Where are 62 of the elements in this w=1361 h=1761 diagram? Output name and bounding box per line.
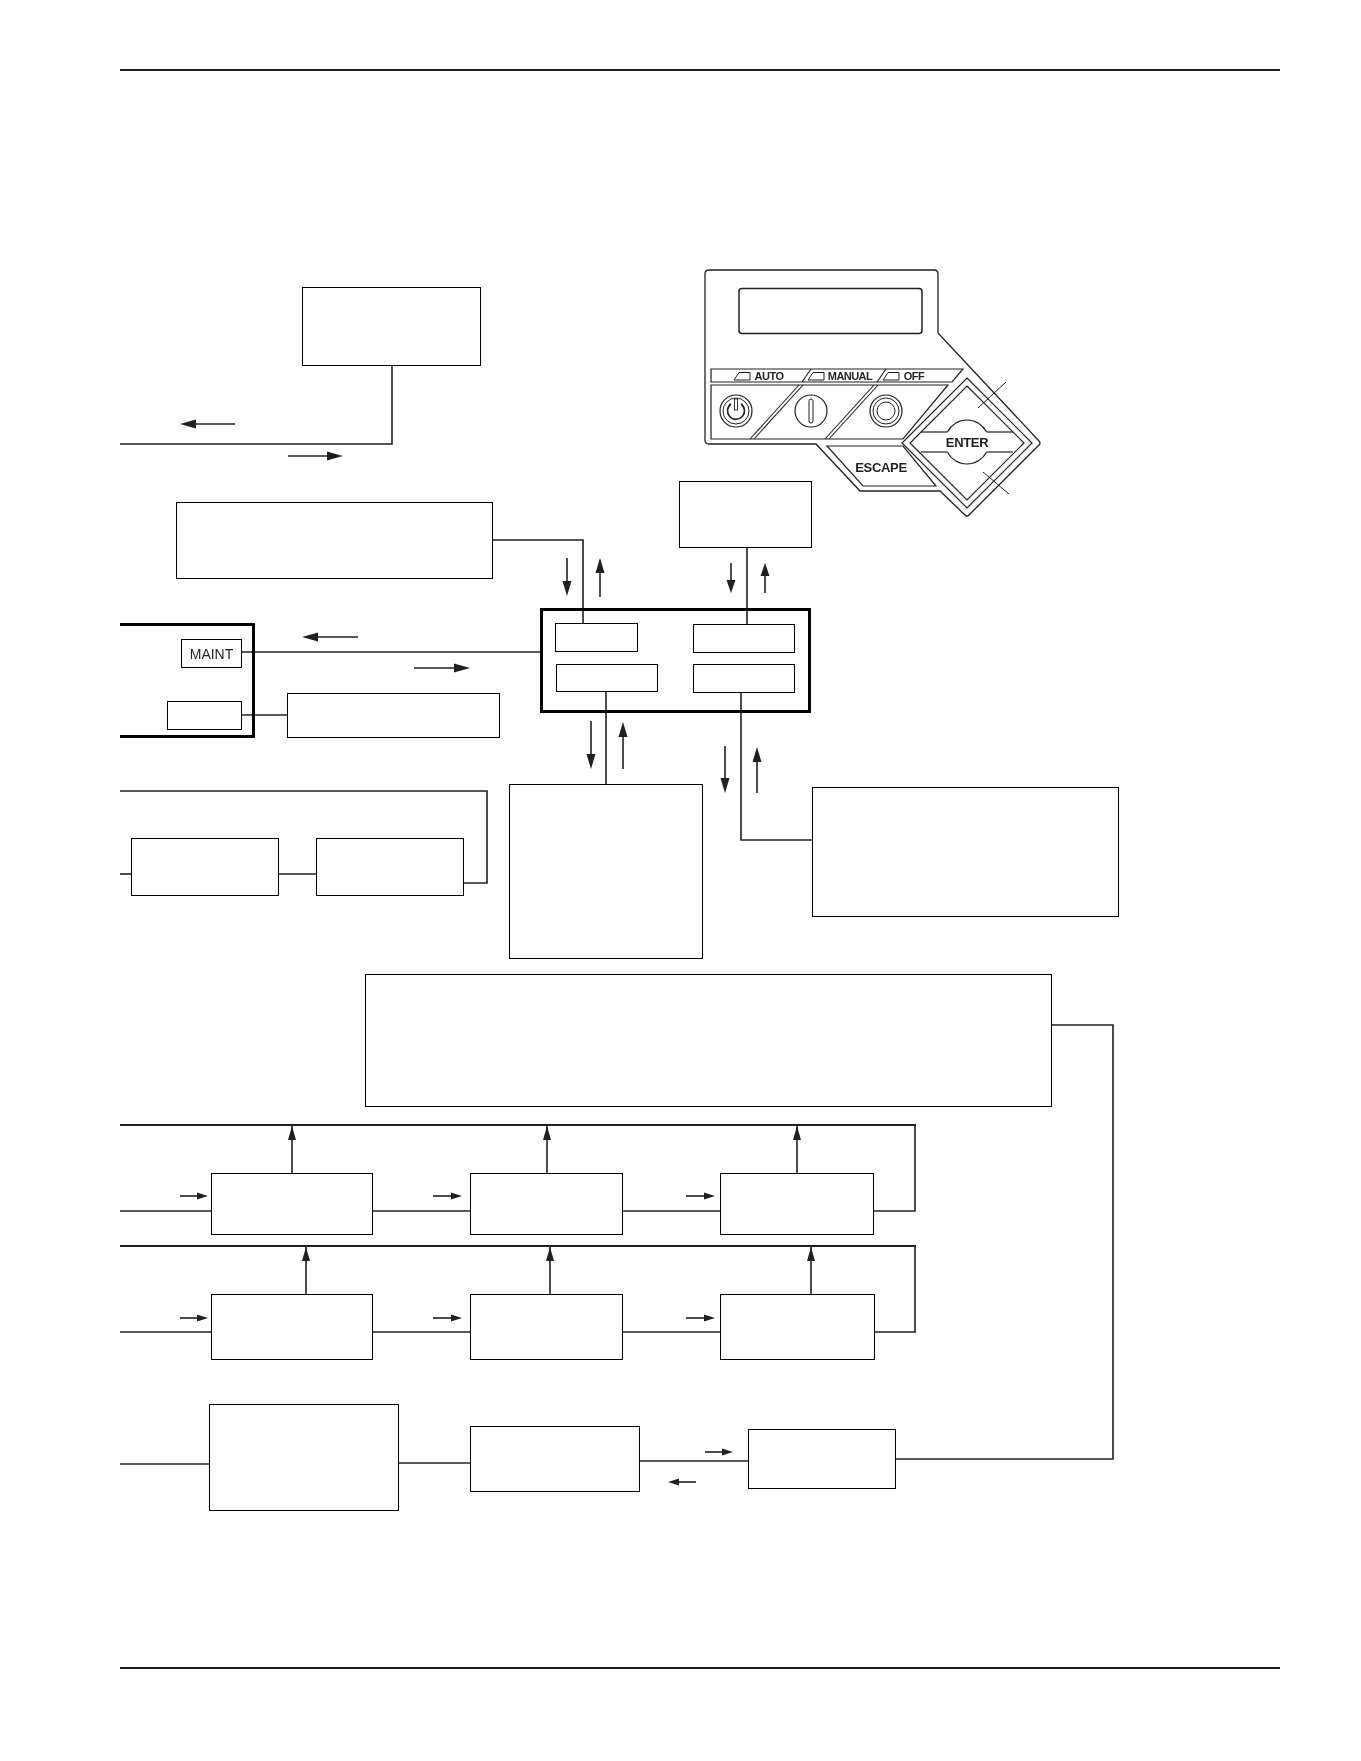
process-box [302, 287, 481, 366]
connector-line [119, 1210, 212, 1212]
process-box [556, 664, 658, 692]
connector-line [622, 1210, 721, 1212]
connector-line [119, 365, 393, 445]
process-box [470, 1426, 640, 1492]
connector-line [119, 1331, 212, 1333]
connector-line [874, 1246, 916, 1333]
process-box [287, 693, 500, 738]
connector-line [278, 873, 317, 875]
process-box [316, 838, 464, 896]
process-box [693, 624, 795, 653]
arrow [546, 1246, 554, 1295]
bus-line [120, 1245, 916, 1247]
connector-line [492, 539, 584, 624]
process-box [209, 1404, 399, 1511]
connector-line [740, 692, 813, 841]
process-box [211, 1173, 373, 1235]
connector-line [873, 1125, 916, 1212]
process-box [679, 481, 812, 548]
connector-line [119, 873, 132, 875]
connector-line [119, 790, 488, 884]
arrow [302, 1246, 310, 1295]
connector-line [622, 1331, 721, 1333]
mode-label: AUTO [754, 370, 784, 382]
arrow [288, 1125, 296, 1174]
process-box [693, 664, 795, 693]
process-box [720, 1294, 875, 1360]
process-box [720, 1173, 874, 1235]
label-box [181, 639, 242, 668]
process-box [211, 1294, 373, 1360]
connector-line [372, 1331, 471, 1333]
process-box [812, 787, 1119, 917]
arrow [543, 1125, 551, 1174]
mode-label: MANUAL [827, 370, 873, 382]
connector-line [639, 1460, 749, 1462]
connector-line [119, 1463, 210, 1465]
module-panel [120, 623, 255, 738]
arrow [793, 1125, 801, 1174]
connector-line [372, 1210, 471, 1212]
process-box [131, 838, 279, 896]
process-box [167, 701, 242, 730]
connector-line [241, 651, 541, 653]
connector-line [746, 547, 748, 625]
mode-label: OFF [903, 370, 925, 382]
key-label: ESCAPE [855, 460, 907, 474]
connector-line [241, 714, 288, 716]
module-panel [540, 608, 811, 713]
arrow [807, 1246, 815, 1295]
bus-line [120, 1124, 916, 1126]
process-box [470, 1173, 623, 1235]
process-box [470, 1294, 623, 1360]
process-box [365, 974, 1052, 1107]
connector-line [895, 1024, 1114, 1460]
connector-line [398, 1462, 471, 1464]
connector-line [605, 691, 607, 785]
process-box [555, 623, 638, 652]
process-box [748, 1429, 896, 1489]
process-box [176, 502, 493, 579]
key-label: ENTER [945, 435, 989, 449]
node-label: MAINT [189, 646, 234, 661]
process-box [509, 784, 703, 959]
